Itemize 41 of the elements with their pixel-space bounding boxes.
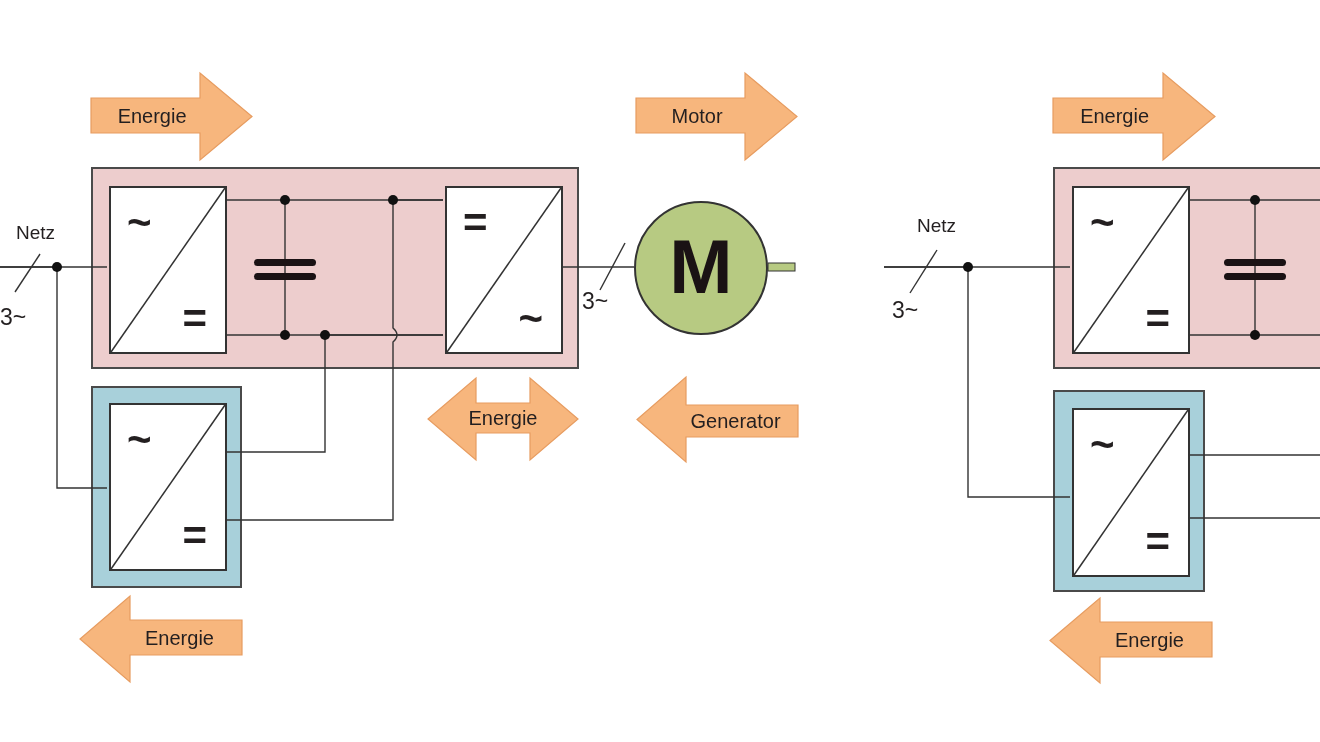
converter-box	[1072, 408, 1190, 577]
wire	[224, 334, 444, 453]
phase-label: 3~	[892, 297, 919, 323]
phase-label: 3~	[582, 288, 609, 314]
shaded-panel	[1053, 390, 1205, 592]
converter-symbol: =	[182, 298, 207, 340]
arrow-label: Generator	[689, 409, 782, 433]
arrow-label: Energie	[116, 103, 188, 128]
converter-symbol: ~	[1090, 424, 1115, 466]
wire	[1187, 454, 1320, 456]
converter-symbol: ~	[1090, 202, 1115, 244]
wire	[1187, 517, 1320, 519]
mains-label: Netz	[917, 215, 957, 237]
arrow-label: Energie	[144, 625, 215, 650]
arrow-label: Energie	[467, 406, 539, 430]
phase-label: 3~	[0, 304, 27, 330]
shaded-panel	[1053, 167, 1320, 369]
converter-symbol: ~	[518, 298, 543, 340]
wire	[883, 266, 1071, 498]
wire	[224, 199, 444, 521]
wire	[1187, 199, 1320, 201]
converter-symbol: =	[463, 202, 488, 244]
converter-symbol: =	[1145, 298, 1170, 340]
converter-box	[445, 186, 563, 354]
wire	[1187, 334, 1320, 336]
converter-symbol: =	[182, 515, 207, 557]
arrow-label: Energie	[1114, 627, 1185, 652]
shaded-panel	[91, 386, 242, 588]
motor-letter: M	[668, 227, 734, 307]
converter-box	[109, 403, 227, 571]
arrow-label: Energie	[1079, 103, 1151, 128]
converter-symbol: =	[1145, 521, 1170, 563]
converter-box	[109, 186, 227, 354]
arrow-label: Motor	[670, 103, 724, 128]
converter-box	[1072, 186, 1190, 354]
converter-symbol: ~	[127, 419, 152, 461]
wire	[0, 266, 108, 489]
converter-symbol: ~	[127, 202, 152, 244]
mains-label: Netz	[16, 222, 56, 244]
shaded-panel	[91, 167, 579, 369]
wire	[560, 266, 635, 268]
